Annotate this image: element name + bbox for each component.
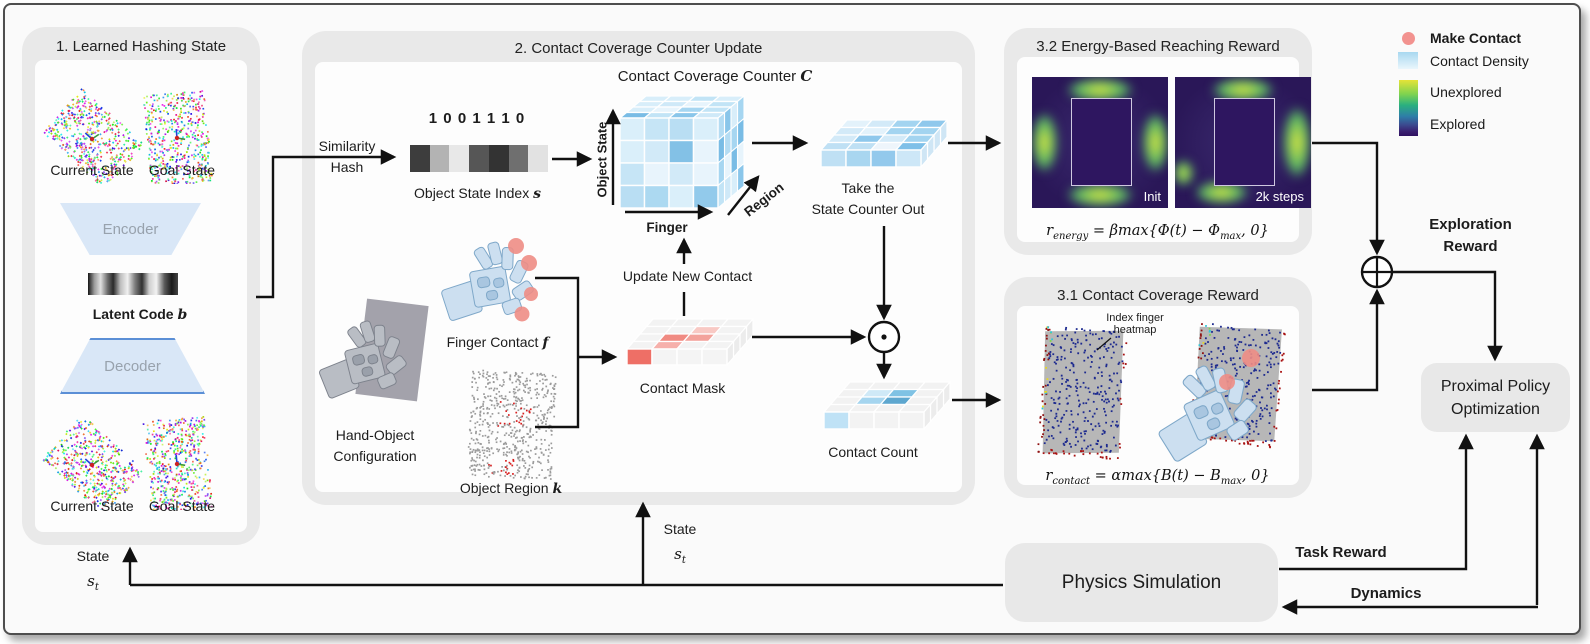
hash-cell (449, 145, 470, 172)
hash-cell (410, 145, 430, 172)
state-label-left: State (76, 548, 110, 564)
finger-contact-label: Finger Contact f (446, 334, 549, 351)
contact-mask-label: Contact Mask (639, 380, 726, 396)
energy-heatmap-2k: 2k steps (1175, 77, 1311, 208)
contact-reward-formula: rcontact = αmax{B(t) − Bmax, 0} (1045, 468, 1270, 487)
physics-simulation-box: Physics Simulation (1005, 543, 1278, 622)
task-reward-label: Task Reward (1295, 544, 1387, 561)
goal-state-label-top: Goal State (148, 162, 216, 178)
legend-explored: Explored (1430, 116, 1486, 132)
hash-cell (429, 145, 450, 172)
contact-count-label: Contact Count (828, 444, 918, 460)
update-new-contact-label: Update New Contact (622, 268, 753, 284)
heatmap-2k-label: 2k steps (1255, 189, 1304, 204)
encoder-label: Encoder (102, 220, 159, 238)
energy-heatmap-init: Init (1032, 77, 1168, 208)
panel31-title: 3.1 Contact Coverage Reward (1057, 287, 1259, 304)
state-label-center: State (663, 521, 697, 537)
counter-title: Contact Coverage Counter C (617, 67, 813, 85)
axis-object-state: Object State (594, 121, 610, 198)
goal-state-label-bottom: Goal State (148, 498, 216, 514)
hand-object-configuration-image (319, 298, 429, 402)
contact-mask-slab (625, 317, 755, 367)
heat-glow (1278, 95, 1311, 190)
panel32-title: 3.2 Energy-Based Reaching Reward (1036, 38, 1280, 55)
object-state-index-label: Object State Index s (414, 185, 541, 202)
hand-contact-heatmap-image (1158, 323, 1286, 462)
viridis-swatch (1399, 80, 1418, 136)
legend-make-contact: Make Contact (1430, 30, 1522, 46)
panel1-content (35, 60, 247, 532)
finger-contact-image (441, 238, 538, 322)
axis-finger: Finger (646, 220, 688, 235)
contact-coverage-counter-cube (618, 94, 746, 210)
heatmap-init-label: Init (1143, 189, 1161, 204)
state-pointclouds-top (43, 88, 213, 184)
decoder-label: Decoder (104, 357, 161, 375)
object-state-index-bar (410, 145, 549, 172)
legend-contact-density: Contact Density (1430, 53, 1529, 69)
heatmap-object-rect (1214, 97, 1275, 187)
legend-unexplored: Unexplored (1430, 84, 1502, 100)
energy-reward-formula: renergy = βmax{Φ(t) − Φmax, 0} (1046, 223, 1269, 242)
latent-code-label: Latent Code b (92, 306, 188, 323)
panel2-title: 2. Contact Coverage Counter Update (514, 40, 763, 57)
make-contact-swatch (1402, 32, 1415, 45)
heatmap-object-rect (1071, 97, 1132, 187)
binary-code: 1 0 0 1 1 1 0 (428, 110, 526, 127)
object-region-label: Object Region k (459, 480, 563, 497)
index-finger-heatmap-image (1037, 326, 1128, 460)
state-counter-slab (819, 118, 949, 169)
hash-cell (469, 145, 489, 172)
hash-cell (528, 145, 549, 172)
current-state-label-bottom: Current State (50, 498, 134, 514)
state-var-center: st (674, 545, 686, 566)
contact-density-swatch (1398, 52, 1418, 69)
object-region-image (467, 369, 557, 480)
hash-cell (508, 145, 529, 172)
heat-glow (1138, 103, 1168, 182)
current-state-label-top: Current State (50, 162, 134, 178)
contact-count-slab (822, 380, 952, 431)
state-pointclouds-bottom (42, 415, 213, 510)
hash-cell (488, 145, 509, 172)
dynamics-label: Dynamics (1350, 585, 1422, 602)
state-var-left: st (87, 572, 99, 593)
panel1-title: 1. Learned Hashing State (55, 38, 227, 55)
heat-glow (1032, 103, 1062, 182)
latent-code-bar (88, 273, 178, 295)
physics-label: Physics Simulation (1061, 571, 1222, 593)
